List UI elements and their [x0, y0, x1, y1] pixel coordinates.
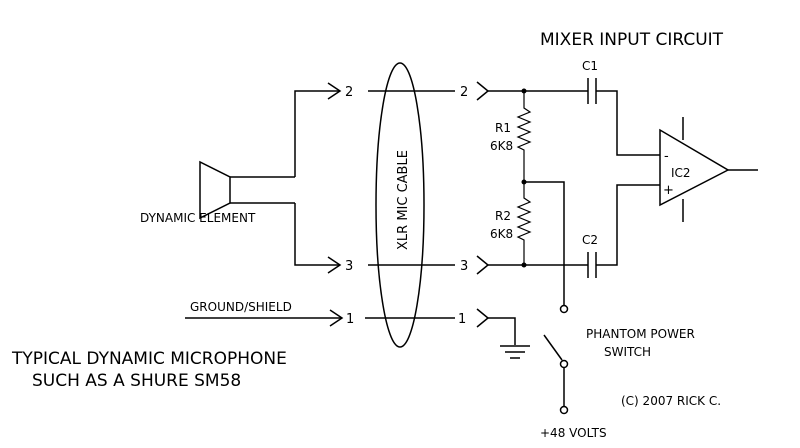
supply-label: +48 VOLTS — [540, 426, 607, 440]
xlr-cable-outline — [375, 62, 425, 348]
capacitor-c1-icon — [587, 78, 597, 104]
switch-terminal-bottom — [559, 359, 569, 369]
connector-arrow-left-2 — [327, 82, 342, 100]
wire-ground-right — [488, 317, 516, 345]
connector-arrow-right-1 — [476, 308, 490, 328]
ic2-name: IC2 — [671, 166, 691, 180]
c2-name: C2 — [582, 233, 598, 247]
resistor-r2-icon — [516, 182, 532, 265]
pin-label-right-2: 2 — [460, 85, 468, 100]
wire-c1-to-minus — [596, 90, 660, 156]
caption-line2: SUCH AS A SHURE SM58 — [32, 371, 241, 391]
switch-terminal-top — [559, 304, 569, 314]
r2-value: 6K8 — [490, 227, 513, 241]
capacitor-c2-icon — [587, 252, 597, 278]
wire-pin3-left — [294, 203, 340, 266]
connector-arrow-left-3 — [327, 256, 342, 274]
ic2-plus: + — [663, 183, 674, 198]
op-amp-ic2-icon — [659, 117, 758, 222]
ic2-minus: - — [664, 149, 669, 164]
connector-arrow-right-2 — [476, 81, 490, 101]
phantom-label-line1: PHANTOM POWER — [586, 327, 695, 341]
supply-terminal — [559, 405, 569, 415]
r1-name: R1 — [495, 121, 511, 135]
dynamic-element-icon — [199, 160, 295, 220]
diagram-title: MIXER INPUT CIRCUIT — [540, 30, 724, 50]
r1-value: 6K8 — [490, 139, 513, 153]
phantom-switch-lever-icon — [543, 334, 563, 361]
c1-name: C1 — [582, 59, 598, 73]
connector-arrow-right-3 — [476, 255, 490, 275]
ground-shield-label: GROUND/SHIELD — [190, 300, 292, 314]
ground-icon — [500, 345, 530, 359]
caption-line1: TYPICAL DYNAMIC MICROPHONE — [11, 349, 287, 369]
r2-name: R2 — [495, 209, 511, 223]
copyright-label: (C) 2007 RICK C. — [621, 394, 721, 408]
xlr-cable-label: XLR MIC CABLE — [396, 150, 411, 250]
pin-label-right-3: 3 — [460, 259, 468, 274]
pin-label-left-1: 1 — [346, 312, 354, 327]
pin-label-left-3: 3 — [345, 259, 353, 274]
dynamic-element-label: DYNAMIC ELEMENT — [140, 211, 256, 225]
pin-label-left-2: 2 — [345, 85, 353, 100]
pin-label-right-1: 1 — [458, 312, 466, 327]
resistor-r1-icon — [516, 91, 532, 182]
wire-phantom-feed — [524, 181, 565, 305]
phantom-label-line2: SWITCH — [604, 345, 651, 359]
wire-pin2-left — [294, 90, 340, 177]
wire-c2-to-plus — [596, 184, 660, 266]
